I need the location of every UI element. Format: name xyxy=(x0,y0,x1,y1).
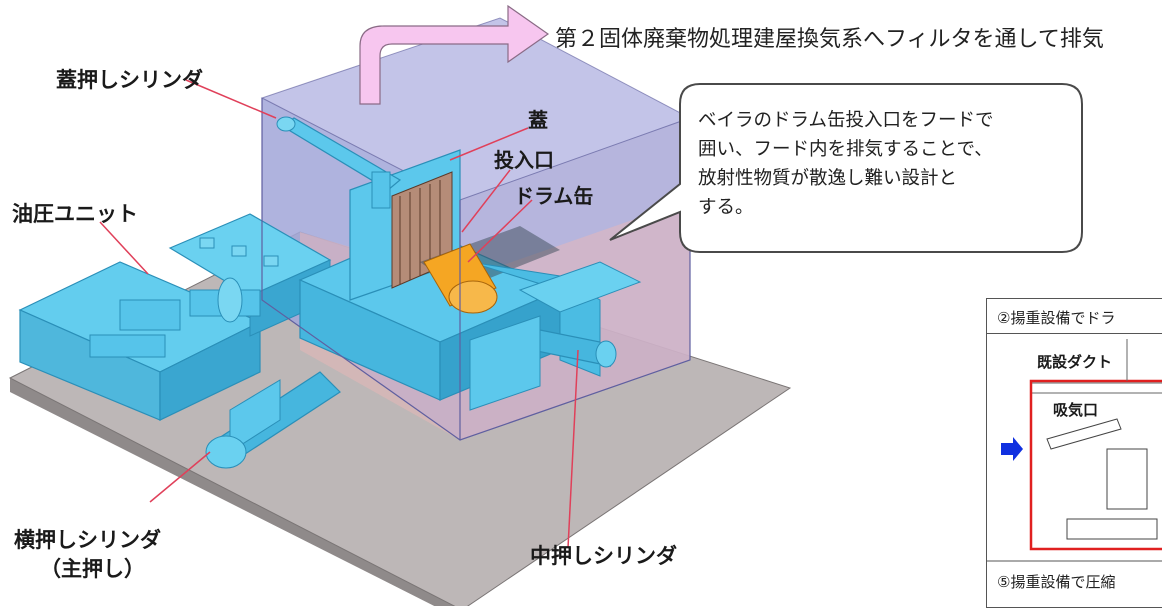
lid-press-cylinder xyxy=(276,116,402,209)
leader-lines xyxy=(99,79,579,549)
label-lid-press-cylinder: 蓋押しシリンダ xyxy=(56,68,203,92)
callout-bubble xyxy=(609,83,1083,253)
callout-line: ベイラのドラム缶投入口をフードで xyxy=(698,110,994,131)
callout-line: 囲い、フード内を排気することで、 xyxy=(698,139,993,160)
label-side-press-cylinder-sub: （主押し） xyxy=(40,557,145,581)
label-insertion-port: 投入口 xyxy=(494,148,554,172)
label-hydraulic-unit: 油圧ユニット xyxy=(12,202,138,226)
side-press-cylinder xyxy=(205,371,341,469)
center-press-cylinder xyxy=(469,315,617,411)
label-center-press-cylinder: 中押しシリンダ xyxy=(530,544,677,568)
inset-panel: ②揚重設備でドラ 既設ダクト 吸気口 ⑤揚重設備で圧縮 xyxy=(986,298,1162,608)
inset-step-bottom: ⑤揚重設備で圧縮 xyxy=(997,573,1116,591)
label-side-press-cylinder: 横押しシリンダ xyxy=(14,528,161,552)
label-lid: 蓋 xyxy=(528,108,548,132)
callout-line: する。 xyxy=(698,197,754,218)
callout-text: ベイラのドラム缶投入口をフードで 囲い、フード内を排気することで、 放射性物質が… xyxy=(698,106,993,222)
exhaust-arrow xyxy=(359,4,550,105)
inset-drawing xyxy=(987,339,1162,562)
inset-step-top: ②揚重設備でドラ xyxy=(997,309,1116,327)
inset-air-intake: 吸気口 xyxy=(1053,401,1099,419)
inset-divider xyxy=(987,333,1162,334)
callout-line: 放射性物質が散逸し難い設計と xyxy=(698,168,958,189)
label-drum: ドラム缶 xyxy=(514,184,594,208)
exhaust-note: 第２固体廃棄物処理建屋換気系へフィルタを通して排気 xyxy=(555,27,1104,52)
inset-existing-duct: 既設ダクト xyxy=(1037,353,1113,371)
hood-front-edges xyxy=(261,98,691,441)
